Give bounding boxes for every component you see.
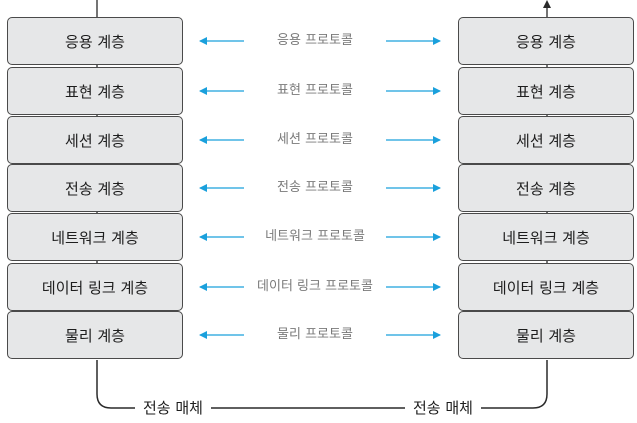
receiver-presentation-layer: 표현 계층 [458,67,634,115]
sender-presentation-layer: 표현 계층 [7,67,183,115]
sender-transport-layer: 전송 계층 [7,164,183,212]
transmission-medium-line [96,360,548,409]
medium-label-left: 전송 매체 [135,399,211,417]
sender-session-layer: 세션 계층 [7,116,183,164]
session-protocol-label: 세션 프로토콜 [244,132,386,148]
physical-protocol-label: 물리 프로토콜 [244,327,386,343]
receiver-physical-layer: 물리 계층 [458,311,634,359]
receiver-network-layer: 네트워크 계층 [458,213,634,261]
medium-label-right: 전송 매체 [405,399,481,417]
data-link-protocol-label: 데이터 링크 프로토콜 [244,279,386,295]
receiver-transport-layer: 전송 계층 [458,164,634,212]
network-protocol-label: 네트워크 프로토콜 [244,229,386,245]
receiver-data-link-layer: 데이터 링크 계층 [458,263,634,311]
sender-network-layer: 네트워크 계층 [7,213,183,261]
receiver-application-layer: 응용 계층 [458,17,634,65]
application-protocol-label: 응용 프로토콜 [244,33,386,49]
receiver-session-layer: 세션 계층 [458,116,634,164]
sender-physical-layer: 물리 계층 [7,311,183,359]
sender-application-layer: 응용 계층 [7,17,183,65]
presentation-protocol-label: 표현 프로토콜 [244,83,386,99]
sender-data-link-layer: 데이터 링크 계층 [7,263,183,311]
transport-protocol-label: 전송 프로토콜 [244,180,386,196]
